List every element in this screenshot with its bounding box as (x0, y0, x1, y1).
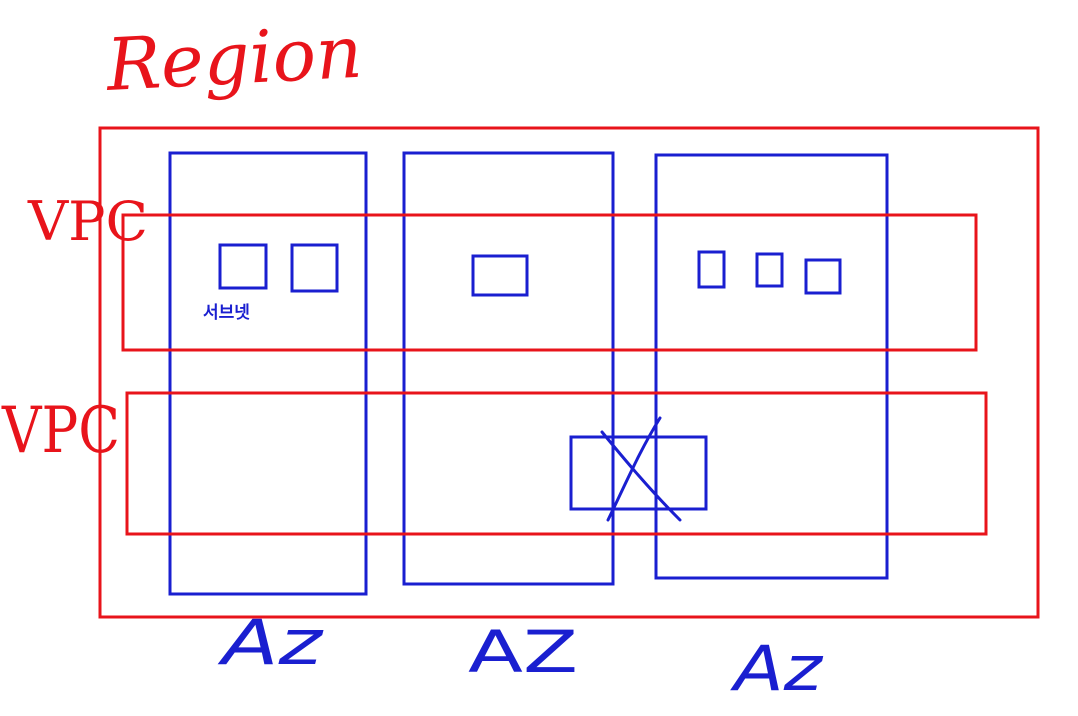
subnet-box (471, 254, 529, 297)
vpc-label-bottom: VPC (1, 394, 120, 468)
cross-az-subnet-box (569, 435, 708, 511)
subnet-box (755, 252, 784, 288)
vpc-box-top (121, 213, 978, 352)
subnet-label: 서브넷 (203, 303, 250, 323)
cross-out-mark (606, 416, 662, 522)
subnet-box (290, 243, 339, 293)
az-box-2 (402, 151, 615, 586)
az-box-1 (168, 151, 368, 596)
region-box (98, 126, 1040, 619)
az-label-3: Az (729, 632, 823, 705)
az-label-1: Az (217, 606, 324, 679)
region-title: Region (102, 10, 364, 107)
cross-out-mark (600, 430, 682, 522)
subnet-box (697, 250, 726, 289)
subnet-box (804, 258, 842, 295)
az-label-2: AZ (468, 618, 578, 686)
vpc-label-top: VPC (27, 190, 148, 253)
subnet-box (218, 243, 268, 290)
vpc-box-bottom (125, 391, 988, 536)
az-box-3 (654, 153, 889, 580)
